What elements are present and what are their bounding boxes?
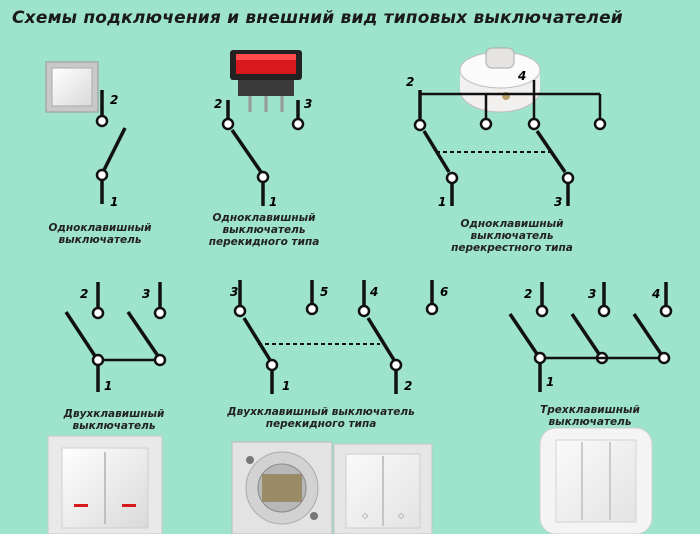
double-toggle-switch-diagram: [233, 280, 439, 394]
double-switch-diagram: [64, 282, 167, 392]
terminal-label: 2: [110, 93, 118, 107]
terminal-label: 2: [406, 75, 414, 89]
single-toggle-switch-diagram: [221, 100, 305, 206]
terminal-label: 1: [110, 195, 118, 209]
triple-switch-photo-icon: [539, 427, 653, 534]
terminal-label: 1: [104, 379, 112, 393]
terminal-label: 3: [554, 195, 562, 209]
triple-switch-diagram: [508, 282, 673, 392]
terminal-label: 5: [320, 285, 328, 299]
terminal-label: 6: [440, 285, 448, 299]
terminal-label: 1: [546, 375, 554, 389]
rocker-switch-photo-icon: [230, 50, 302, 112]
terminal-label: 1: [438, 195, 446, 209]
svg-text:◇: ◇: [362, 511, 369, 520]
single-cross-switch-diagram: [413, 80, 607, 206]
terminal-label: 3: [588, 287, 596, 301]
terminal-label: 1: [269, 195, 277, 209]
terminal-label: 1: [282, 379, 290, 393]
terminal-label: 3: [142, 287, 150, 301]
terminal-label: 2: [214, 97, 222, 111]
svg-text:◇: ◇: [398, 511, 405, 520]
terminal-label: 2: [524, 287, 532, 301]
terminal-label: 4: [369, 285, 378, 299]
terminal-label: 3: [230, 285, 238, 299]
page-title: Схемы подключения и внешний вид типовых …: [12, 8, 623, 28]
terminal-label: 3: [304, 97, 312, 111]
terminal-label: 2: [404, 379, 412, 393]
single-switch-photo-icon: [45, 61, 99, 113]
terminal-label: 4: [651, 287, 660, 301]
terminal-label: 4: [517, 69, 526, 83]
double-switch-front-photo-icon: ◇ ◇: [333, 443, 433, 534]
double-switch-mechanism-photo-icon: [231, 441, 333, 534]
terminal-label: 2: [80, 287, 88, 301]
double-switch-photo-icon: [47, 435, 163, 534]
rotary-switch-photo-icon: [459, 47, 541, 113]
single-switch-diagram: [45, 61, 127, 204]
